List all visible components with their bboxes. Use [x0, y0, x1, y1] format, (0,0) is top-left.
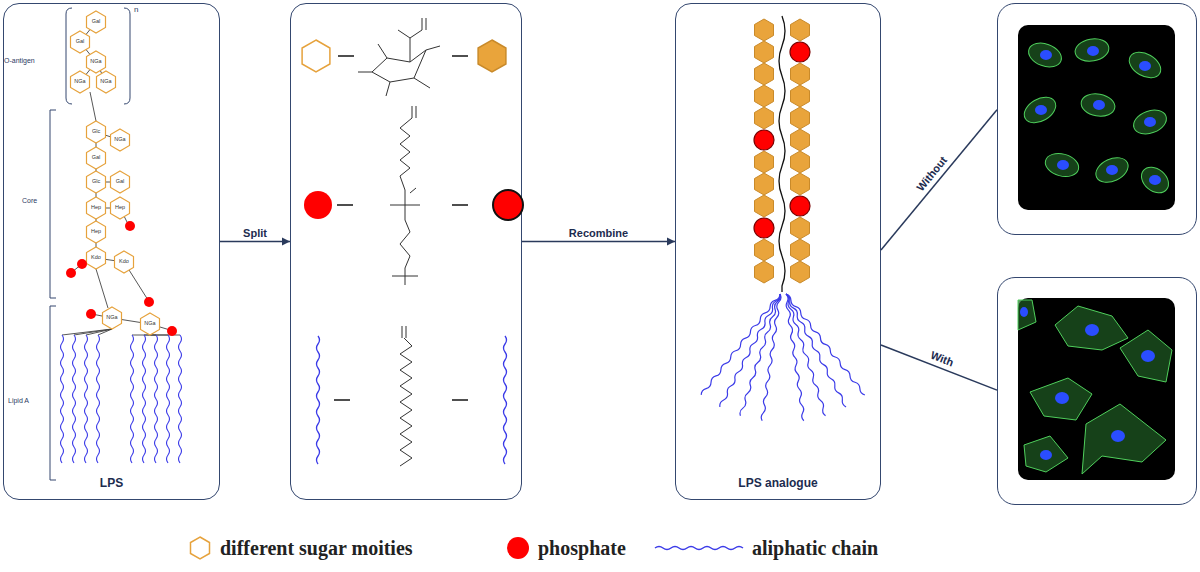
edge-label: Without [915, 155, 949, 193]
sugar-name: NGa [114, 137, 125, 143]
sugar-name: Hep [91, 229, 101, 235]
legend-sample [655, 547, 743, 550]
connector [220, 238, 290, 246]
connector-line [220, 241, 290, 243]
sugar-name: Kdo [91, 255, 101, 261]
sugar-name: Kdo [119, 259, 129, 265]
arrow-head [667, 238, 675, 246]
legend-text: phosphate [538, 538, 626, 558]
panel-box [290, 3, 522, 500]
region-label: O-antigen [4, 57, 35, 64]
panel-box [997, 277, 1197, 505]
edge-label: With [929, 350, 955, 369]
panel-title: LPS [4, 477, 219, 489]
legend-text: aliphatic chain [752, 538, 878, 558]
connector-line [522, 241, 675, 243]
panel-box: LPS [3, 3, 220, 500]
sugar-name: NGa [106, 315, 117, 321]
legend-sample [191, 537, 210, 559]
sugar-name: Hep [91, 205, 101, 211]
panel-box [997, 3, 1197, 235]
sugar-name: Hep [115, 205, 125, 211]
sugar-name: NGa [100, 79, 111, 85]
connector-line [881, 345, 997, 390]
sugar-name: Gal [92, 155, 101, 161]
legend-sample [191, 537, 210, 559]
connector [881, 110, 997, 250]
panel-title: LPS analogue [676, 477, 880, 489]
sugar-name: Glc [92, 129, 100, 135]
legend-sample [655, 547, 743, 550]
legend-text: different sugar moities [220, 538, 413, 558]
panel-box: LPS analogue [675, 3, 881, 500]
edge-label: Recombine [569, 227, 628, 238]
repeat-index: n [134, 6, 138, 14]
sugar-name: Gal [116, 179, 125, 185]
region-label: Lipid A [8, 397, 29, 404]
sugar-name: Glc [92, 179, 100, 185]
legend-swatch [507, 537, 529, 559]
region-label: Core [22, 197, 37, 204]
sugar-name: Gal [92, 19, 101, 25]
sugar-name: NGa [74, 79, 85, 85]
arrow-head [282, 238, 290, 246]
sugar-name: NGa [90, 59, 101, 65]
connector [881, 345, 997, 390]
connector-line [881, 110, 997, 250]
sugar-name: Gal [76, 39, 85, 45]
edge-label: Split [243, 227, 267, 238]
sugar-name: NGa [144, 321, 155, 327]
connector [522, 238, 675, 246]
